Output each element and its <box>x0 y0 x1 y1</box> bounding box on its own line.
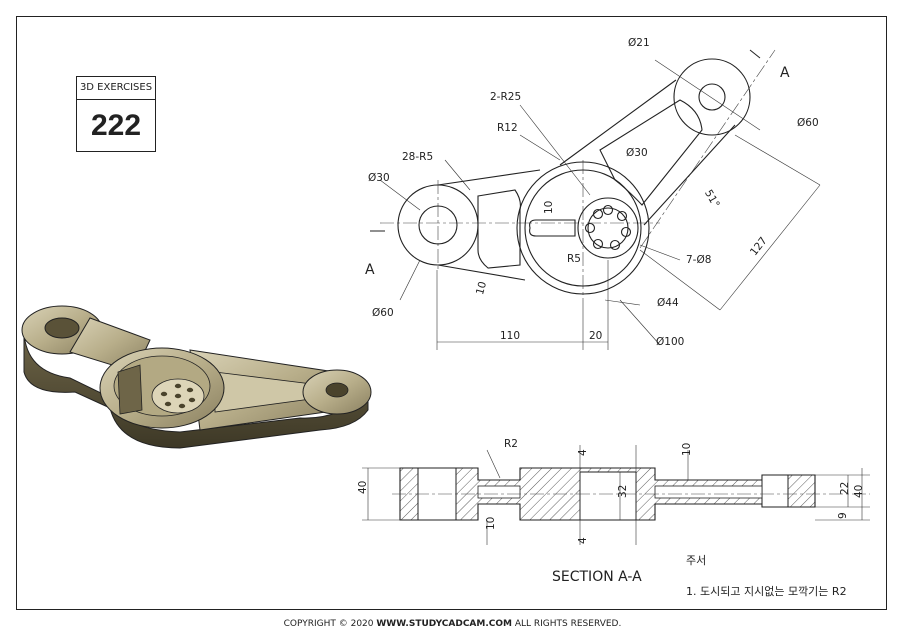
iso-bolt-holes <box>160 383 196 409</box>
top-view <box>370 49 776 300</box>
dim-d100: Ø100 <box>656 336 684 348</box>
dim-d21: Ø21 <box>628 37 650 49</box>
dim-40-left: 40 <box>357 481 369 494</box>
section-web-gap <box>477 485 521 499</box>
copyright-prefix: COPYRIGHT © 2020 <box>283 619 377 629</box>
dim-r5: R5 <box>567 253 581 265</box>
right-boss-hole <box>698 83 726 111</box>
dim-127: 127 <box>748 235 770 258</box>
section-right-bore <box>761 474 789 508</box>
center-hub-outer <box>516 161 650 295</box>
dim-22: 22 <box>839 482 851 495</box>
dim-110: 110 <box>500 330 520 342</box>
dim-40-right: 40 <box>853 485 865 498</box>
dim-9: 9 <box>837 512 849 519</box>
dim-d60-left: Ø60 <box>372 307 394 319</box>
dim-2-r25: 2-R25 <box>490 91 521 103</box>
dim-10-bottom: 10 <box>485 517 497 530</box>
dim-angle: 51° <box>702 188 722 210</box>
section-web-gap-right <box>654 485 763 499</box>
top-view-dimension-lines <box>379 59 821 350</box>
drawing-sheet-border <box>16 16 887 610</box>
dim-20: 20 <box>589 330 602 342</box>
section-line-a <box>370 49 761 232</box>
dim-d30-center: Ø30 <box>626 147 648 159</box>
right-arm-pocket <box>599 99 703 206</box>
dim-d44: Ø44 <box>657 297 679 309</box>
exercise-number: 222 <box>90 109 142 142</box>
section-title: SECTION A-A <box>552 569 642 585</box>
exercise-badge: 3D EXERCISES 222 <box>76 76 156 152</box>
section-mark-left: A <box>365 262 375 278</box>
dim-32: 32 <box>617 485 629 498</box>
center-slot <box>529 219 576 237</box>
dim-4-top: 4 <box>577 449 589 456</box>
dim-d30-left: Ø30 <box>368 172 390 184</box>
iso-center-slot <box>117 364 143 415</box>
left-arm-pocket <box>477 189 521 269</box>
badge-label: 3D EXERCISES <box>77 77 155 100</box>
copyright-site: WWW.STUDYCADCAM.COM <box>376 619 512 629</box>
right-boss-outer <box>673 58 751 136</box>
copyright-footer: COPYRIGHT © 2020 WWW.STUDYCADCAM.COM ALL… <box>0 619 905 629</box>
section-dimension-lines <box>362 445 870 545</box>
iso-left-hole <box>44 317 80 339</box>
left-arm <box>437 169 541 281</box>
dim-7-d8: 7-Ø8 <box>686 254 711 266</box>
dim-4-bottom: 4 <box>577 537 589 544</box>
section-view <box>392 467 870 521</box>
dim-28-r5: 28-R5 <box>402 151 433 163</box>
notes-heading: 주서 <box>686 554 706 567</box>
center-boss <box>577 197 639 259</box>
right-arm <box>559 79 736 226</box>
iso-right-hole <box>325 382 349 398</box>
dim-d60-right: Ø60 <box>797 117 819 129</box>
left-boss-hole <box>418 205 458 245</box>
center-hub-inner <box>524 169 642 287</box>
dim-r12: R12 <box>497 122 518 134</box>
notes-line-1: 1. 도시되고 지시없는 모깍기는 R2 <box>686 585 847 598</box>
section-mark-right: A <box>780 65 790 81</box>
isometric-view <box>21 305 372 449</box>
dim-10-top: 10 <box>681 443 693 456</box>
dim-10-slot: 10 <box>474 280 489 296</box>
dim-r2: R2 <box>504 438 518 450</box>
bolt-holes <box>584 204 632 251</box>
copyright-suffix: ALL RIGHTS RESERVED. <box>511 619 622 629</box>
dim-10-rib: 10 <box>543 201 555 214</box>
